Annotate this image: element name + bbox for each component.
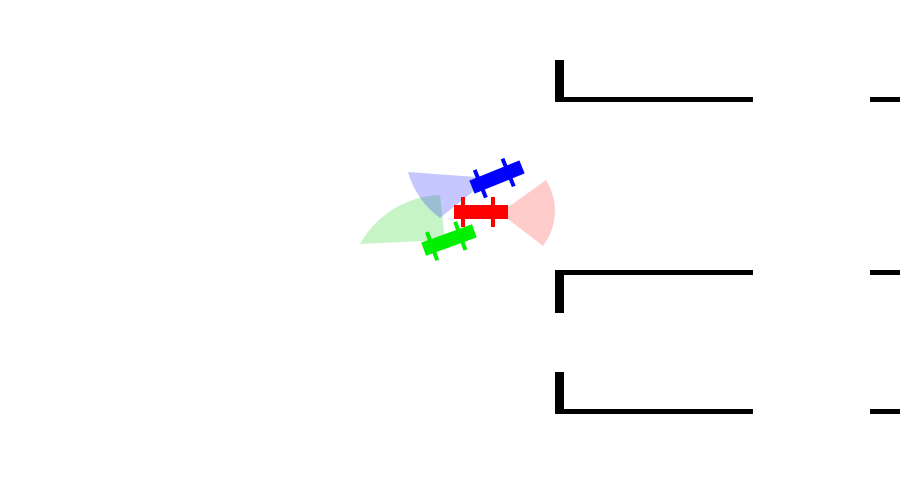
blue-agent <box>469 157 525 199</box>
wall-bottom-vertical <box>555 372 564 414</box>
wall-middle-vertical <box>555 270 564 313</box>
green-agent <box>421 221 477 261</box>
sensor-cones <box>360 172 555 246</box>
wall-right-stub-top <box>870 97 900 102</box>
red-agent <box>454 197 508 227</box>
green-agent-sensor-cone <box>360 195 445 244</box>
green-agent-wheel-rear <box>425 231 440 261</box>
wall-middle-horizontal <box>555 270 753 275</box>
wall-top-horizontal <box>555 97 753 102</box>
blue-agent-body <box>469 160 525 194</box>
green-agent-wheel-front <box>453 221 468 251</box>
wall-top-vertical <box>555 60 564 102</box>
wall-right-stub-bottom <box>870 409 900 414</box>
wall-bottom-horizontal <box>555 409 753 414</box>
walls <box>555 60 900 414</box>
blue-agent-sensor-cone <box>408 172 490 218</box>
wall-right-stub-middle <box>870 270 900 275</box>
blue-agent-wheel-rear <box>472 169 488 199</box>
blue-agent-wheel-front <box>500 157 516 188</box>
red-agent-wheel-rear-top <box>461 197 465 227</box>
red-agent-sensor-cone <box>500 180 555 246</box>
green-agent-body <box>421 224 477 256</box>
red-agent-wheel-front-top <box>491 197 495 227</box>
